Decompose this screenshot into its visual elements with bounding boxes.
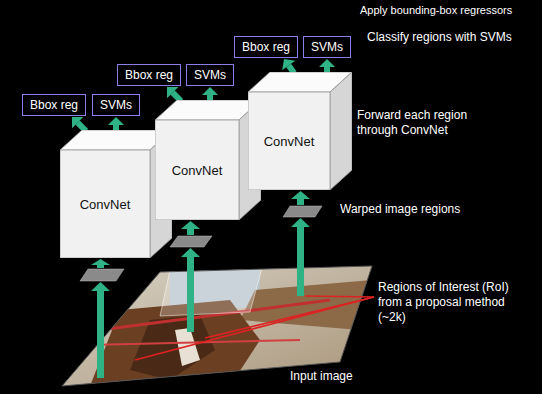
leader-line [135, 296, 374, 360]
output-box: Bbox reg [22, 94, 86, 116]
output-box: SVMs [303, 36, 351, 58]
output-box: Bbox reg [117, 64, 181, 86]
input-image [50, 260, 390, 390]
annotation: Regions of Interest (RoI) from a proposa… [378, 280, 530, 325]
convnet-cube: ConvNet [248, 72, 352, 190]
box-label: SVMs [311, 40, 343, 54]
annotation: Classify regions with SVMs [367, 30, 512, 45]
cube-shape [248, 72, 352, 190]
annotation: Warped image regions [340, 202, 460, 217]
cube-label: ConvNet [80, 197, 131, 212]
output-arrow [167, 87, 181, 101]
output-box: SVMs [186, 64, 234, 86]
output-box: Bbox reg [234, 36, 298, 58]
output-arrow [72, 117, 86, 131]
cube-face: ConvNet [248, 92, 330, 190]
cube-face: ConvNet [60, 150, 150, 258]
output-arrow [319, 59, 335, 73]
output-arrow [282, 59, 295, 73]
box-label: SVMs [194, 68, 226, 82]
cube-label: ConvNet [172, 163, 223, 178]
annotation: Apply bounding-box regressors [360, 4, 512, 18]
box-label: Bbox reg [30, 98, 78, 112]
cube-face: ConvNet [155, 120, 239, 220]
output-box: SVMs [92, 94, 140, 116]
output-arrow [108, 117, 124, 131]
annotation: Forward each region through ConvNet [357, 108, 507, 138]
convnet-cube: ConvNet [155, 100, 261, 220]
annotation: Input image [290, 369, 353, 384]
box-label: Bbox reg [125, 68, 173, 82]
cube-shape [155, 100, 261, 220]
box-label: SVMs [100, 98, 132, 112]
cube-label: ConvNet [264, 134, 315, 149]
output-arrow [202, 87, 218, 101]
box-label: Bbox reg [242, 40, 290, 54]
